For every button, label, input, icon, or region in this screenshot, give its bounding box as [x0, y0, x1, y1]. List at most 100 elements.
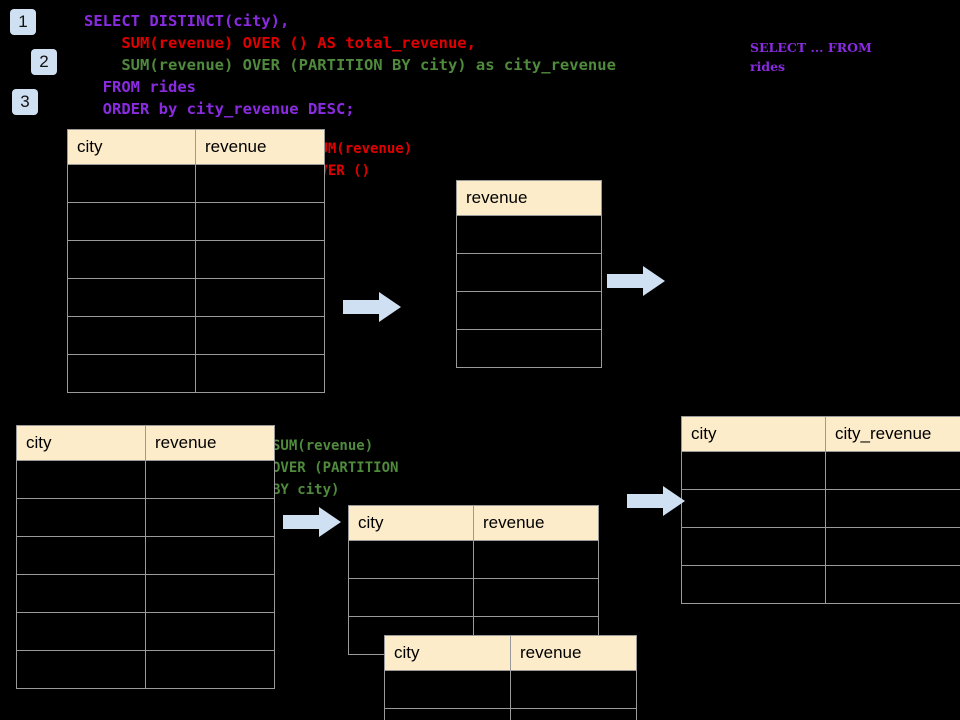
arrow-right-icon-bottom-left: [283, 505, 341, 539]
table-row: [67, 278, 325, 317]
table-body: [67, 164, 325, 393]
sql-line-city-revenue: SUM(revenue) OVER (PARTITION BY city) as…: [84, 56, 616, 74]
table-source-top: city revenue: [67, 129, 325, 393]
table-cell: [825, 489, 960, 528]
column-header-city: city: [384, 635, 511, 671]
table-body: [681, 451, 960, 604]
sidenote-select-from-rides: SELECT ... FROM rides: [750, 38, 872, 76]
table-result: city city_revenue: [681, 416, 960, 604]
table-cell: [681, 565, 826, 604]
column-header-revenue: revenue: [195, 129, 325, 165]
table-row: [681, 451, 960, 490]
table-cell: [825, 565, 960, 604]
table-row: [456, 253, 602, 292]
table-cell: [67, 240, 196, 279]
table-cell: [348, 578, 474, 617]
table-cell: [456, 329, 602, 368]
table-header-row: city revenue: [67, 129, 325, 165]
table-cell: [473, 578, 599, 617]
table-cell: [145, 460, 275, 499]
table-body: [348, 540, 599, 655]
column-header-revenue: revenue: [456, 180, 602, 216]
table-cell: [825, 527, 960, 566]
table-row: [67, 202, 325, 241]
sidenote-line-2: rides: [750, 59, 786, 74]
table-cell: [145, 498, 275, 537]
table-cell: [16, 612, 146, 651]
table-header-row: city revenue: [348, 505, 599, 541]
table-cell: [456, 253, 602, 292]
column-header-revenue: revenue: [145, 425, 275, 461]
table-cell: [195, 240, 325, 279]
table-body: [456, 215, 602, 368]
table-cell: [195, 316, 325, 355]
column-header-revenue: revenue: [473, 505, 599, 541]
arrow-right-icon-top-left: [343, 290, 401, 324]
table-row: [348, 578, 599, 617]
table-cell: [510, 708, 637, 720]
table-cell: [456, 291, 602, 330]
table-row: [16, 460, 275, 499]
column-header-city: city: [16, 425, 146, 461]
table-cell: [67, 164, 196, 203]
table-row: [681, 489, 960, 528]
table-source-bottom: city revenue: [16, 425, 275, 689]
arrow-right-icon-bottom-right: [627, 484, 685, 518]
table-row: [67, 316, 325, 355]
table-row: [67, 354, 325, 393]
sql-line-total-revenue: SUM(revenue) OVER () AS total_revenue,: [84, 34, 476, 52]
table-cell: [825, 451, 960, 490]
table-row: [456, 329, 602, 368]
table-total-revenue: revenue: [456, 180, 602, 368]
table-body: [16, 460, 275, 689]
table-cell: [681, 451, 826, 490]
column-header-city: city: [681, 416, 826, 452]
table-cell: [67, 278, 196, 317]
table-partition-back: city revenue: [348, 505, 599, 655]
table-cell: [67, 316, 196, 355]
column-header-city: city: [348, 505, 474, 541]
annotation-over-empty: SUM(revenue) OVER (): [311, 141, 413, 179]
table-row: [67, 164, 325, 203]
table-cell: [348, 540, 474, 579]
table-cell: [145, 536, 275, 575]
table-row: [16, 536, 275, 575]
table-row: [348, 540, 599, 579]
sql-line-from: FROM rides: [84, 78, 196, 96]
table-cell: [681, 527, 826, 566]
table-row: [384, 670, 637, 709]
table-header-row: city revenue: [384, 635, 637, 671]
step-badge-2: 2: [31, 49, 57, 75]
table-row: [456, 215, 602, 254]
column-header-city-revenue: city_revenue: [825, 416, 960, 452]
table-cell: [145, 650, 275, 689]
table-row: [681, 565, 960, 604]
table-row: [16, 612, 275, 651]
table-row: [384, 708, 637, 720]
table-row: [16, 650, 275, 689]
table-cell: [145, 574, 275, 613]
table-header-row: revenue: [456, 180, 602, 216]
table-cell: [510, 670, 637, 709]
table-row: [67, 240, 325, 279]
table-partition-front: city revenue: [384, 635, 637, 720]
table-header-row: city revenue: [16, 425, 275, 461]
table-row: [16, 574, 275, 613]
table-cell: [16, 460, 146, 499]
table-cell: [67, 354, 196, 393]
sidenote-line-1: SELECT ... FROM: [750, 40, 872, 55]
table-cell: [16, 650, 146, 689]
table-header-row: city city_revenue: [681, 416, 960, 452]
table-cell: [195, 354, 325, 393]
table-cell: [145, 612, 275, 651]
table-cell: [384, 708, 511, 720]
table-cell: [384, 670, 511, 709]
table-cell: [473, 540, 599, 579]
table-cell: [195, 164, 325, 203]
step-badge-1: 1: [10, 9, 36, 35]
annotation-over-partition: SUM(revenue) OVER (PARTITION BY city): [272, 438, 399, 498]
table-cell: [195, 278, 325, 317]
table-row: [681, 527, 960, 566]
table-cell: [195, 202, 325, 241]
